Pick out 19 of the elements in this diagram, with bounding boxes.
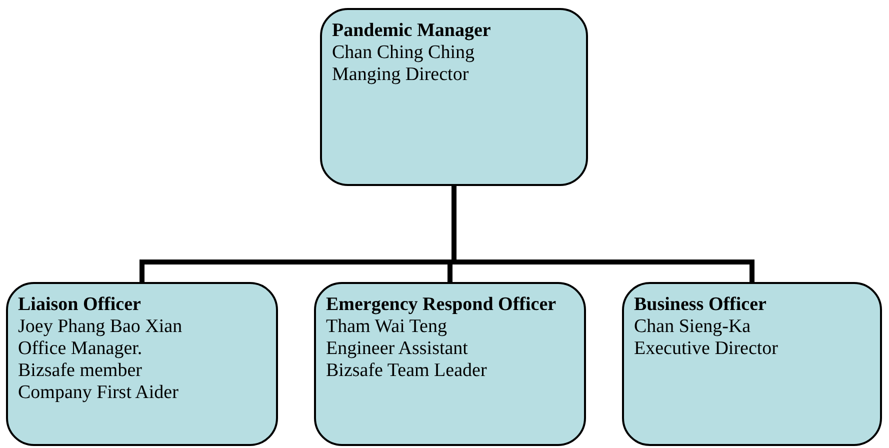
role-detail: Joey Phang Bao Xian <box>18 316 184 338</box>
role-title: Pandemic Manager <box>332 20 492 42</box>
role-detail: Engineer Assistant <box>326 338 469 360</box>
role-title: Business Officer <box>634 294 768 316</box>
role-detail: Tham Wai Teng <box>326 316 448 338</box>
role-box <box>320 8 588 186</box>
role-box <box>6 282 278 446</box>
role-detail: Company First Aider <box>18 382 180 404</box>
role-detail: Office Manager. <box>18 338 144 360</box>
role-title: Emergency Respond Officer <box>326 294 558 316</box>
role-detail: Bizsafe member <box>18 360 143 382</box>
role-detail: Executive Director <box>634 338 780 360</box>
role-detail: Chan Ching Ching <box>332 42 476 64</box>
role-detail: Bizsafe Team Leader <box>326 360 488 382</box>
role-title: Liaison Officer <box>18 294 142 316</box>
role-detail: Manging Director <box>332 64 470 86</box>
role-box <box>622 282 882 446</box>
role-box <box>314 282 586 446</box>
role-detail: Chan Sieng-Ka <box>634 316 752 338</box>
